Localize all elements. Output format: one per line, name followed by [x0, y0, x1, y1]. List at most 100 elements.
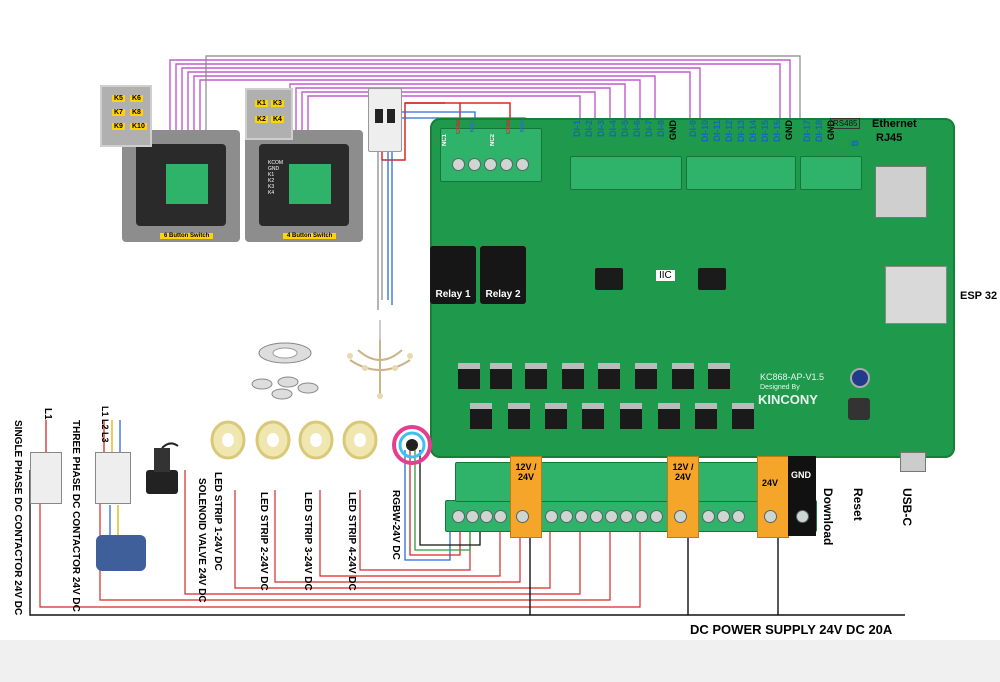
relay-pin-no1: NO1 [470, 120, 476, 133]
load-wires-black [29, 470, 905, 616]
solenoid-valve-icon [140, 440, 184, 504]
board-model: KC868-AP-V1.5 [760, 372, 825, 382]
power-supply-label: DC POWER SUPPLY 24V DC 20A [690, 622, 893, 637]
di-12: DI-12 [724, 120, 734, 143]
di-5: DI-5 [620, 120, 630, 138]
power-label-3: 24V [762, 478, 779, 488]
relay-pin-nc2: NC2 [490, 134, 496, 147]
key-k3: K3 [271, 100, 284, 107]
solenoid-label: SOLENOID VALVE 24V DC [196, 478, 207, 603]
gnd-label: GND [791, 470, 811, 480]
keypad-4-button: K1 K3 K2 K4 [245, 88, 293, 140]
switch-module [259, 144, 349, 226]
load-wires-red [39, 470, 641, 608]
ethernet-label: Ethernet [872, 118, 917, 130]
key-k5: K5 [112, 95, 125, 102]
switch-panel-6-button: 6 Button Switch [122, 130, 240, 242]
switch-caption: 6 Button Switch [160, 233, 214, 239]
switch-panel-4-button: 4 Button Switch [245, 130, 363, 242]
led4-label: LED STRIP 4-24V DC [346, 492, 357, 591]
key-k1: K1 [255, 100, 268, 107]
relay-pin-no2: NO2 [520, 120, 526, 133]
designed-by: Designed By [760, 384, 800, 391]
di-terminal-block-3 [800, 156, 862, 190]
relay-2: Relay 2 [480, 246, 526, 304]
keypad-6-button: K5 K6 K7 K8 K9 K10 [100, 85, 152, 147]
power-terminal-3 [757, 456, 789, 538]
single-phase-label: SINGLE PHASE DC CONTACTOR 24V DC [12, 420, 23, 616]
chandelier-icon [340, 320, 420, 400]
l123-label: L1 L2 L3 [100, 406, 110, 443]
output-terminal-header [455, 462, 787, 502]
downlight-icon [255, 338, 315, 368]
download-label: Download [821, 488, 835, 546]
di-11: DI-11 [712, 120, 722, 142]
relay-terminal-block [440, 128, 542, 182]
iic-label: IIC [656, 270, 675, 281]
relay-pin-nc1: NC1 [442, 134, 448, 147]
lamp-wires [377, 150, 383, 310]
rs485-a: A [838, 140, 848, 147]
switch-terminal [289, 164, 331, 204]
di-15: DI-15 [760, 120, 770, 143]
rgbw-strip-icon [384, 425, 444, 465]
brand-logo: KINCONY [758, 392, 818, 407]
relay-pin-com2: COM [506, 120, 512, 134]
di-17: DI-17 [802, 120, 812, 143]
di-16: DI-16 [772, 120, 782, 143]
rgbw-wires [404, 450, 481, 561]
switch2-pin-labels: KCOM GND K1 K2 K3 K4 [268, 160, 283, 196]
di-6: DI-6 [632, 120, 642, 138]
key-k6: K6 [130, 95, 143, 102]
power-label-1: 12V / 24V [515, 462, 537, 482]
di-1: DI-1 [572, 120, 582, 138]
esp32-module [885, 266, 947, 324]
di-3: DI-3 [596, 120, 606, 138]
rgbw-label: RGBW-24V DC [390, 490, 401, 560]
rs485-b: B [850, 140, 860, 147]
di-8: DI-8 [656, 120, 666, 138]
di-7: DI-7 [644, 120, 654, 138]
key-k10: K10 [130, 123, 147, 130]
power-terminal-2 [667, 456, 699, 538]
rj45-label: RJ45 [876, 132, 903, 144]
led3-label: LED STRIP 3-24V DC [302, 492, 313, 591]
power-label-2: 12V / 24V [672, 462, 694, 482]
rj45-jack [875, 166, 927, 218]
rs485-label: RS485 [830, 118, 861, 129]
usb-c-port [900, 452, 926, 472]
key-k9: K9 [112, 123, 125, 130]
switch-caption: 4 Button Switch [283, 233, 337, 239]
di-terminal-block-2 [686, 156, 796, 190]
di-9: DI-9 [688, 120, 698, 138]
led2-label: LED STRIP 2-24V DC [258, 492, 269, 591]
di-gnd-1: GND [668, 120, 678, 140]
di-14: DI-14 [748, 120, 758, 143]
led-strip-1-icon [210, 420, 246, 460]
ic-chip [595, 268, 623, 290]
key-k2: K2 [255, 116, 268, 123]
esp32-label: ESP 32 [960, 290, 998, 302]
downlight-set-icon [248, 372, 322, 400]
switch-wires [169, 59, 791, 150]
key-k8: K8 [130, 109, 143, 116]
contactor-single-icon [30, 452, 62, 504]
controller-board: Relay 1 Relay 2 IIC KC868-AP-V1.5 Design… [430, 118, 955, 472]
key-k7: K7 [112, 109, 125, 116]
ic-chip [698, 268, 726, 290]
switch-terminal [166, 164, 208, 204]
pin-k2: K2 [268, 178, 275, 184]
di-13: DI-13 [736, 120, 746, 143]
gnd-wire [205, 55, 801, 140]
motor-icon [96, 535, 146, 571]
pin-kcom: KCOM [268, 160, 283, 166]
led-strip-4-icon [342, 420, 378, 460]
relay-pin-com1: COM [456, 120, 462, 134]
led1-label: LED STRIP 1-24V DC [212, 472, 223, 571]
di-4: DI-4 [608, 120, 618, 138]
usb-c-label: USB-C [900, 488, 914, 526]
bottom-band [0, 640, 1000, 682]
di-gnd-2: GND [784, 120, 794, 140]
pin-gnd: GND [268, 166, 280, 172]
